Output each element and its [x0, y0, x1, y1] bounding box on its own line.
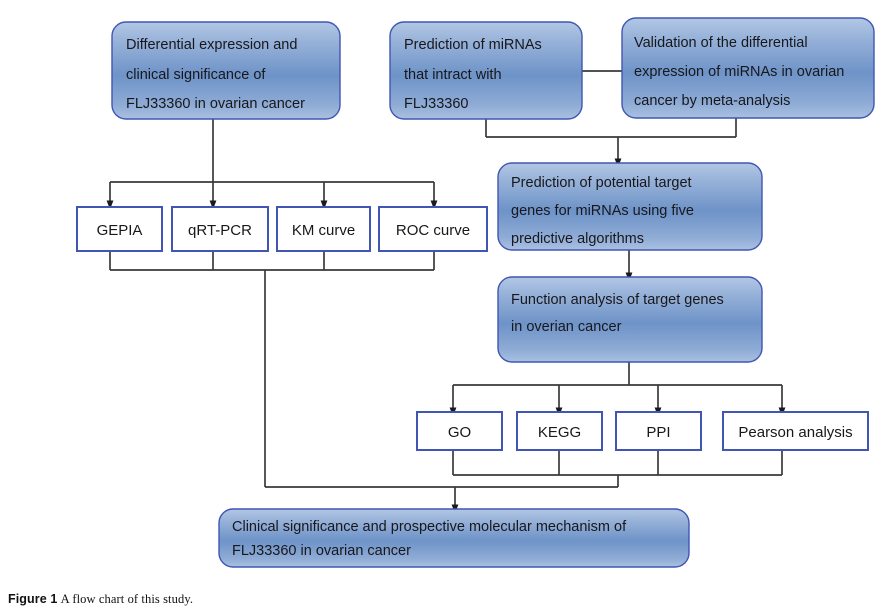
validation-mirnas-line-1: Validation of the differential [634, 35, 808, 51]
prediction-mirnas-shape [389, 21, 583, 120]
ppi-box[interactable]: PPI [615, 411, 702, 451]
validation-mirnas-line-3: cancer by meta-analysis [634, 93, 790, 109]
function-analysis-line-2: in overian cancer [511, 319, 622, 335]
qrtpcr-box-label: qRT-PCR [188, 222, 252, 239]
pearson-box-label: Pearson analysis [738, 424, 852, 441]
pearson-box-shape [722, 411, 869, 451]
kegg-box[interactable]: KEGG [516, 411, 603, 451]
figure-caption: Figure 1 A flow chart of this study. [8, 592, 193, 607]
prediction-target-genes-line-1: Prediction of potential target [511, 175, 692, 191]
prediction-mirnas-line-3: FLJ33360 [404, 96, 469, 112]
prediction-target-genes-line-2: genes for miRNAs using five [511, 203, 694, 219]
conclusion-line-1: Clinical significance and prospective mo… [232, 519, 627, 535]
qrtpcr-box[interactable]: qRT-PCR [171, 206, 269, 252]
kegg-box-shape [516, 411, 603, 451]
differential-expression-line-3: FLJ33360 in ovarian cancer [126, 96, 305, 112]
go-box-shape [416, 411, 503, 451]
prediction-target-genes-shape [497, 162, 763, 251]
gepia-box-shape [76, 206, 163, 252]
km-curve-box-label: KM curve [292, 222, 355, 239]
go-box[interactable]: GO [416, 411, 503, 451]
prediction-mirnas-line-1: Prediction of miRNAs [404, 37, 542, 53]
validation-mirnas-node[interactable]: Validation of the differential expressio… [621, 17, 875, 119]
function-analysis-node[interactable]: Function analysis of target genes in ove… [497, 276, 763, 363]
validation-mirnas-shape [621, 17, 875, 119]
figure-caption-label: Figure 1 [8, 592, 58, 606]
ppi-box-shape [615, 411, 702, 451]
flowchart-canvas: Differential expression and clinical sig… [76, 17, 875, 568]
kegg-box-label: KEGG [538, 424, 581, 441]
gepia-box-label: GEPIA [97, 222, 143, 239]
conclusion-node[interactable]: Clinical significance and prospective mo… [218, 508, 690, 568]
conclusion-shape [218, 508, 690, 568]
km-curve-box-shape [276, 206, 371, 252]
prediction-mirnas-line-2: that intract with [404, 67, 502, 83]
conclusion-line-2: FLJ33360 in ovarian cancer [232, 543, 411, 559]
roc-curve-box[interactable]: ROC curve [378, 206, 488, 252]
pearson-box[interactable]: Pearson analysis [722, 411, 869, 451]
differential-expression-line-2: clinical significance of [126, 67, 266, 83]
ppi-box-label: PPI [646, 424, 670, 441]
prediction-target-genes-line-3: predictive algorithms [511, 231, 644, 247]
figure-caption-text: A flow chart of this study. [60, 592, 194, 606]
qrtpcr-box-shape [171, 206, 269, 252]
validation-mirnas-line-2: expression of miRNAs in ovarian [634, 64, 844, 80]
function-analysis-shape [497, 276, 763, 363]
roc-curve-box-label: ROC curve [396, 222, 470, 239]
prediction-mirnas-node[interactable]: Prediction of miRNAs that intract with F… [389, 21, 583, 120]
differential-expression-node[interactable]: Differential expression and clinical sig… [111, 21, 341, 120]
go-box-label: GO [448, 424, 471, 441]
gepia-box[interactable]: GEPIA [76, 206, 163, 252]
differential-expression-line-1: Differential expression and [126, 37, 297, 53]
km-curve-box[interactable]: KM curve [276, 206, 371, 252]
roc-curve-box-shape [378, 206, 488, 252]
function-analysis-line-1: Function analysis of target genes [511, 292, 724, 308]
prediction-target-genes-node[interactable]: Prediction of potential target genes for… [497, 162, 763, 251]
differential-expression-shape [111, 21, 341, 120]
